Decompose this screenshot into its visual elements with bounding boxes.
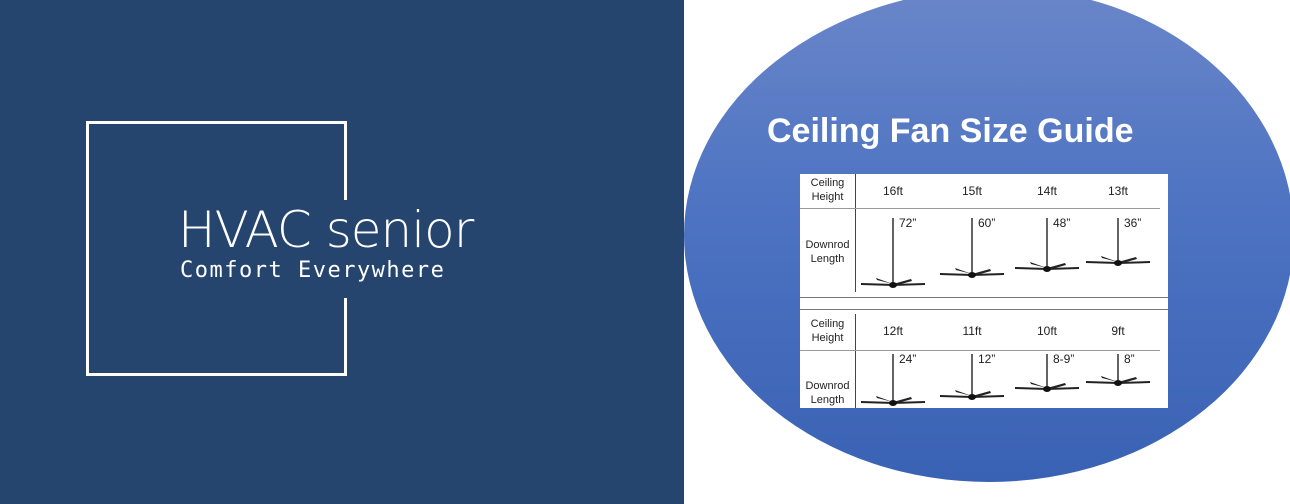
- downrod-length-label: Downrod Length: [805, 239, 850, 265]
- guide-title: Ceiling Fan Size Guide: [767, 112, 1134, 150]
- ceiling-fan-icon: [940, 218, 1004, 278]
- downrod-length-value: 12”: [978, 352, 996, 366]
- downrod-length-value: 60”: [978, 216, 996, 230]
- ceiling-height-value: 15ft: [961, 184, 982, 198]
- ceiling-fan-icon: [1015, 218, 1079, 272]
- ceiling-height-value: 12ft: [882, 324, 903, 338]
- downrod-length-label: Downrod Length: [805, 380, 850, 406]
- divider: [800, 350, 1160, 351]
- divider: [800, 208, 1160, 209]
- downrod-length-value: 72”: [899, 216, 917, 230]
- downrod-length-value: 24”: [899, 352, 917, 366]
- downrod-length-value: 8-9”: [1053, 352, 1075, 366]
- ceiling-height-value: 9ft: [1111, 324, 1125, 338]
- divider: [800, 309, 1168, 310]
- divider: [800, 297, 1168, 298]
- ceiling-fan-icon: [861, 218, 925, 288]
- downrod-length-value: 48”: [1053, 216, 1071, 230]
- divider: [855, 314, 856, 408]
- ceiling-height-value: 16ft: [882, 184, 903, 198]
- downrod-length-value: 36”: [1124, 216, 1142, 230]
- ceiling-fan-icon: [940, 354, 1004, 400]
- ceiling-height-value: 14ft: [1036, 184, 1057, 198]
- ceiling-fan-icon: [1015, 354, 1079, 392]
- ceiling-height-value: 10ft: [1036, 324, 1057, 338]
- ceiling-height-value: 13ft: [1107, 184, 1128, 198]
- brand-name: HVAC senior: [178, 201, 474, 259]
- ceiling-height-label: Ceiling Height: [810, 318, 845, 344]
- downrod-length-value: 8”: [1124, 352, 1135, 366]
- brand-tagline: Comfort Everywhere: [180, 258, 446, 283]
- ceiling-height-label: Ceiling Height: [810, 177, 845, 203]
- divider: [855, 174, 856, 292]
- fan-size-table: Ceiling Height Downrod Length Ceiling He…: [800, 174, 1168, 408]
- frame-gap: [340, 200, 354, 298]
- ceiling-fan-icon: [1086, 354, 1150, 386]
- ceiling-height-value: 11ft: [962, 324, 982, 338]
- ceiling-fan-icon: [861, 354, 925, 406]
- ceiling-fan-icon: [1086, 218, 1150, 266]
